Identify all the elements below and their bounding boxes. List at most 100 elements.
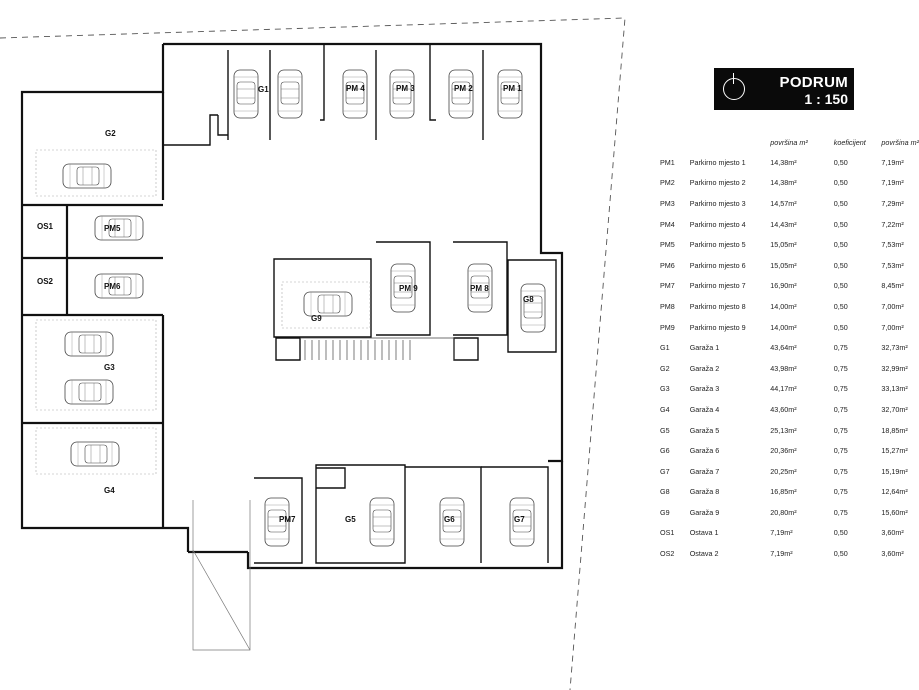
- cell-coef: 0,75: [833, 384, 848, 394]
- table-row: G8 Garaža 8 16,85m² 0,75 12,64m²: [660, 482, 919, 503]
- table-row: PM3 Parkirno mjesto 3 14,57m² 0,50 7,29m²: [660, 193, 919, 214]
- cell-code: PM9: [660, 322, 675, 332]
- cell-code: G7: [660, 466, 670, 476]
- plan-label-g3: G3: [104, 363, 115, 372]
- plan-label-g4: G4: [104, 486, 115, 495]
- cell-name: Garaža 3: [689, 384, 720, 394]
- cell-net: 12,64m²: [881, 487, 908, 497]
- cell-area: 15,05m²: [770, 260, 797, 270]
- plan-label-pm9: PM 9: [399, 284, 418, 293]
- cell-net: 32,70m²: [881, 404, 908, 414]
- plan-label-os2: OS2: [37, 277, 54, 286]
- cell-net: 7,19m²: [881, 157, 904, 167]
- cell-coef: 0,50: [833, 260, 848, 270]
- cell-name: Ostava 1: [689, 528, 719, 538]
- cell-area: 14,57m²: [770, 198, 797, 208]
- cell-net: 7,00m²: [881, 322, 904, 332]
- cell-code: PM3: [660, 198, 675, 208]
- cell-area: 7,19m²: [770, 528, 793, 538]
- plan-label-pm1: PM 1: [503, 84, 522, 93]
- cell-area: 43,60m²: [770, 404, 797, 414]
- cell-net: 32,99m²: [881, 363, 908, 373]
- cell-name: Garaža 8: [689, 487, 720, 497]
- table-row: G4 Garaža 4 43,60m² 0,75 32,70m²: [660, 399, 919, 420]
- cell-area: 20,36m²: [770, 446, 797, 456]
- cell-code: G9: [660, 507, 670, 517]
- cell-name: Parkirno mjesto 3: [689, 198, 746, 208]
- cell-area: 43,98m²: [770, 363, 797, 373]
- cell-net: 18,85m²: [881, 425, 908, 435]
- plan-label-g9: G9: [311, 314, 322, 323]
- header-name: [690, 138, 771, 152]
- cell-net: 7,29m²: [881, 198, 904, 208]
- cell-code: PM5: [660, 240, 675, 250]
- cell-coef: 0,75: [833, 363, 848, 373]
- cell-name: Parkirno mjesto 9: [689, 322, 746, 332]
- cell-area: 7,19m²: [770, 549, 793, 559]
- cell-coef: 0,75: [833, 404, 848, 414]
- cell-code: PM1: [660, 157, 675, 167]
- cell-code: G4: [660, 404, 670, 414]
- cell-area: 20,80m²: [770, 507, 797, 517]
- cell-name: Parkirno mjesto 5: [689, 240, 746, 250]
- cell-code: G6: [660, 446, 670, 456]
- cell-code: G8: [660, 487, 670, 497]
- cell-area: 14,38m²: [770, 157, 797, 167]
- cell-net: 7,22m²: [881, 219, 904, 229]
- cell-coef: 0,50: [833, 322, 848, 332]
- cell-coef: 0,75: [833, 487, 848, 497]
- cell-code: OS1: [660, 528, 675, 538]
- cell-code: PM4: [660, 219, 675, 229]
- plan-label-pm6: PM6: [104, 282, 121, 291]
- drawing-scale: 1 : 150: [804, 91, 848, 107]
- cell-area: 16,90m²: [770, 281, 797, 291]
- cell-coef: 0,50: [833, 528, 848, 538]
- cell-coef: 0,50: [833, 219, 848, 229]
- cell-net: 7,00m²: [881, 301, 904, 311]
- cell-area: 16,85m²: [770, 487, 797, 497]
- cell-name: Parkirno mjesto 2: [689, 178, 746, 188]
- cell-code: PM2: [660, 178, 675, 188]
- cell-name: Parkirno mjesto 6: [689, 260, 746, 270]
- plan-label-pm7: PM7: [279, 515, 296, 524]
- floor-name: PODRUM: [779, 74, 848, 91]
- cell-name: Garaža 9: [689, 507, 720, 517]
- cell-coef: 0,50: [833, 549, 848, 559]
- cell-name: Garaža 7: [689, 466, 720, 476]
- cell-net: 15,19m²: [881, 466, 908, 476]
- plan-label-pm8: PM 8: [470, 284, 489, 293]
- plan-label-pm2: PM 2: [454, 84, 473, 93]
- cell-net: 15,27m²: [881, 446, 908, 456]
- cell-name: Parkirno mjesto 1: [689, 157, 746, 167]
- cell-area: 25,13m²: [770, 425, 797, 435]
- header-area: površina m²: [770, 138, 808, 147]
- plan-label-pm3: PM 3: [396, 84, 415, 93]
- cell-area: 44,17m²: [770, 384, 797, 394]
- header-coef: koeficijent: [833, 138, 866, 147]
- cell-name: Garaža 5: [689, 425, 720, 435]
- cell-name: Ostava 2: [689, 549, 719, 559]
- cell-coef: 0,50: [833, 198, 848, 208]
- plan-label-g5: G5: [345, 515, 356, 524]
- plan-label-g8: G8: [523, 295, 534, 304]
- cell-name: Garaža 6: [689, 446, 720, 456]
- cell-net: 7,19m²: [881, 178, 904, 188]
- cell-code: PM8: [660, 301, 675, 311]
- cell-name: Garaža 4: [689, 404, 720, 414]
- plan-label-g2: G2: [105, 129, 116, 138]
- title-block: PODRUM 1 : 150: [714, 68, 854, 110]
- cell-code: G3: [660, 384, 670, 394]
- cell-coef: 0,75: [833, 425, 848, 435]
- cell-area: 14,38m²: [770, 178, 797, 188]
